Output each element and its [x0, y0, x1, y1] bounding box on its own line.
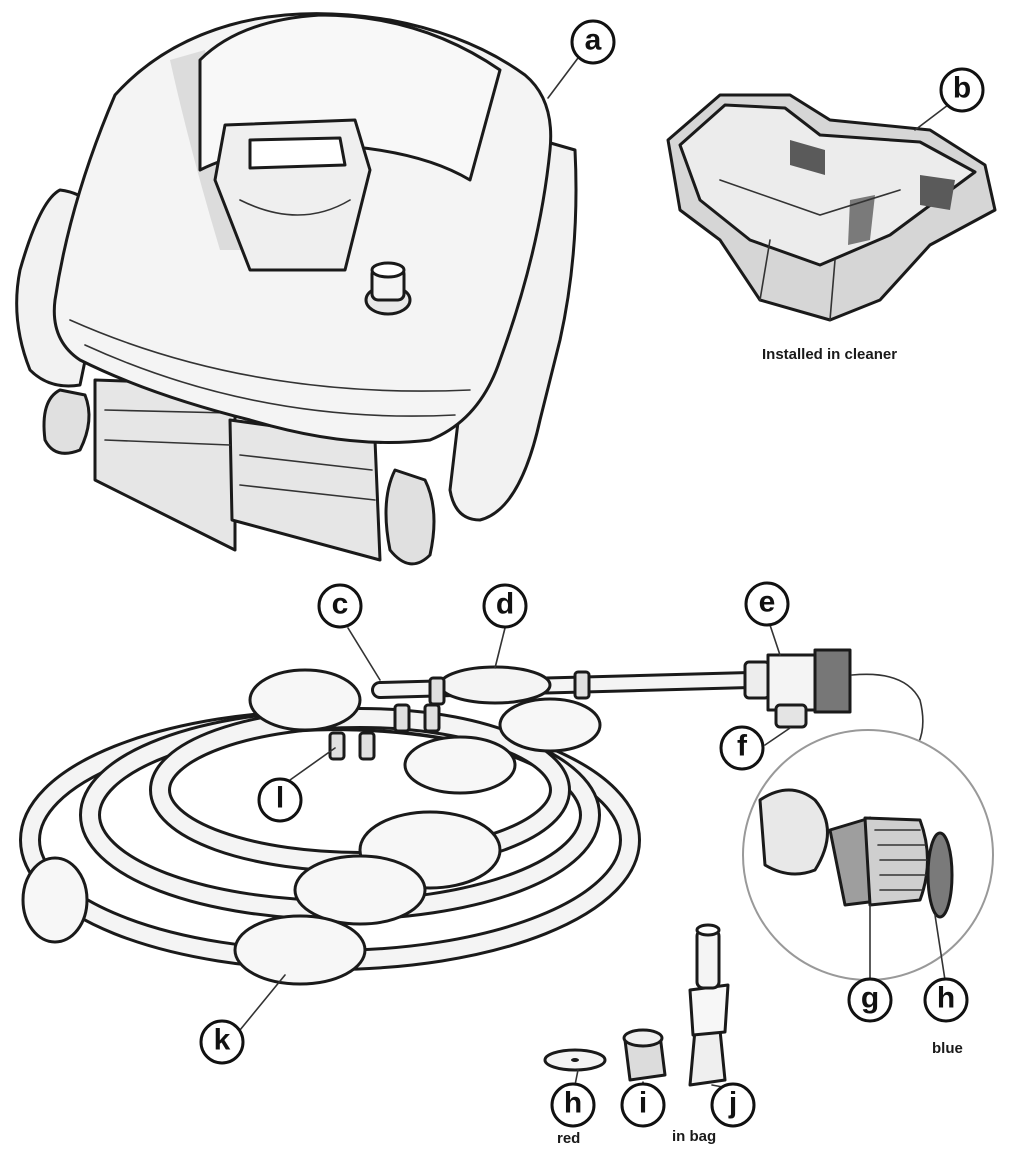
callout-a: a: [570, 19, 616, 65]
callout-b-letter: b: [953, 72, 971, 105]
callout-k: k: [199, 1019, 245, 1065]
callout-e-letter: e: [759, 586, 776, 619]
callout-h-red: h: [550, 1082, 596, 1128]
callout-h-blue-letter: h: [937, 982, 955, 1015]
callout-k-letter: k: [214, 1024, 231, 1057]
callout-f-letter: f: [737, 730, 748, 763]
callout-e: e: [744, 581, 790, 627]
callout-f: f: [719, 725, 765, 771]
filter-basket-illustration: [666, 93, 997, 322]
floating-cable-illustration: [19, 624, 924, 1031]
caption-installed-in-cleaner: Installed in cleaner: [762, 346, 898, 363]
callout-h-blue: h: [923, 977, 969, 1023]
small-parts-illustration: [543, 923, 730, 1089]
callout-d-letter: d: [496, 588, 514, 621]
callout-i-letter: i: [639, 1087, 647, 1120]
callout-j-letter: j: [728, 1087, 737, 1120]
callout-g: g: [847, 977, 893, 1023]
callout-a-letter: a: [585, 24, 602, 57]
callout-i: i: [620, 1082, 666, 1128]
callout-d: d: [482, 583, 528, 629]
callout-l-letter: l: [276, 782, 284, 815]
callout-g-letter: g: [861, 982, 879, 1015]
callout-h-red-letter: h: [564, 1087, 582, 1120]
caption-red: red: [557, 1130, 581, 1147]
caption-blue: blue: [932, 1040, 963, 1057]
callout-c-letter: c: [332, 588, 349, 621]
callout-l: l: [257, 777, 303, 823]
callout-b: b: [939, 67, 985, 113]
callout-j: j: [710, 1082, 756, 1128]
callout-c: c: [317, 583, 363, 629]
robot-cleaner-illustration: [15, 12, 579, 566]
swivel-detail-zoom: [742, 729, 994, 981]
caption-in-bag: in bag: [672, 1128, 717, 1145]
